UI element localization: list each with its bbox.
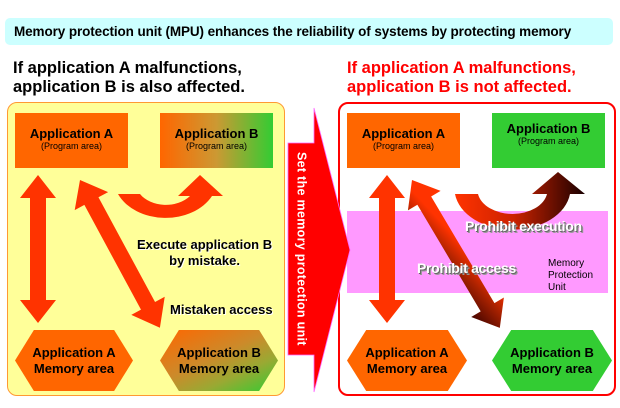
right-heading: If application A malfunctions, applicati… — [347, 59, 576, 97]
left-app-b-memory-line2: Memory area — [178, 360, 260, 376]
execute-by-mistake-line2: by mistake. — [169, 253, 240, 268]
mpu-label-line3: Unit — [548, 282, 566, 293]
left-heading-line1: If application A malfunctions, — [13, 59, 242, 77]
left-app-a-memory-area: Application A Memory area — [15, 330, 133, 391]
right-heading-line1: If application A malfunctions, — [347, 59, 576, 77]
title-banner: Memory protection unit (MPU) enhances th… — [5, 18, 613, 45]
right-heading-line2: application B is not affected. — [347, 78, 572, 96]
execute-by-mistake-line1: Execute application B — [137, 237, 273, 252]
mpu-label-line1: Memory — [548, 258, 585, 269]
right-app-a-memory-area: Application A Memory area — [347, 330, 467, 391]
right-app-b-memory-area: Application B Memory area — [492, 330, 612, 391]
center-arrow-label-wrap: Set the memory protection unit — [288, 143, 315, 355]
prohibit-execution-label: Prohibit execution — [465, 218, 582, 234]
right-app-b-memory-line2: Memory area — [511, 360, 593, 376]
left-app-b-program-box: Application B (Program area) — [160, 113, 273, 168]
title-banner-text: Memory protection unit (MPU) enhances th… — [14, 24, 572, 39]
right-app-a-program-title: Application A — [361, 126, 446, 141]
left-app-b-program-title: Application B — [174, 126, 259, 141]
left-app-a-program-box: Application A (Program area) — [15, 113, 128, 168]
left-app-a-program-title: Application A — [29, 126, 114, 141]
left-u-turn-arrow — [118, 175, 223, 218]
right-app-a-program-box: Application A (Program area) — [347, 113, 460, 168]
left-heading: If application A malfunctions, applicati… — [13, 59, 245, 97]
right-u-turn-arrow-blocked — [455, 172, 585, 230]
prohibit-access-label: Prohibit access — [417, 260, 516, 276]
right-app-b-memory-line1: Application B — [510, 344, 594, 360]
left-double-arrow-diagonal — [74, 180, 165, 328]
mpu-label-line2: Protection — [548, 270, 594, 281]
right-app-b-program-subtitle: (Program area) — [517, 136, 580, 146]
center-arrow — [287, 107, 351, 393]
right-app-b-program-title: Application B — [506, 121, 591, 136]
right-app-b-program-box: Application B (Program area) — [492, 113, 605, 168]
right-app-a-memory-line2: Memory area — [366, 360, 448, 376]
left-app-a-memory-line2: Memory area — [33, 360, 115, 376]
left-app-b-memory-line1: Application B — [177, 344, 261, 360]
right-double-arrow-vertical — [369, 175, 405, 323]
right-app-a-memory-line1: Application A — [365, 344, 449, 360]
center-arrow-label: Set the memory protection unit — [294, 152, 309, 346]
left-app-b-memory-area: Application B Memory area — [160, 330, 278, 391]
right-double-arrow-diagonal-blocked — [407, 180, 504, 328]
mpu-label: Memory Protection Unit — [548, 258, 593, 294]
mistaken-access-label: Mistaken access — [170, 302, 273, 317]
left-app-a-memory-line1: Application A — [32, 344, 116, 360]
left-heading-line2: application B is also affected. — [13, 78, 245, 96]
left-app-b-program-subtitle: (Program area) — [185, 141, 248, 151]
right-app-a-program-subtitle: (Program area) — [372, 141, 435, 151]
left-app-a-program-subtitle: (Program area) — [40, 141, 103, 151]
execute-by-mistake-label: Execute application B by mistake. — [137, 237, 272, 269]
left-double-arrow-vertical — [20, 175, 56, 323]
